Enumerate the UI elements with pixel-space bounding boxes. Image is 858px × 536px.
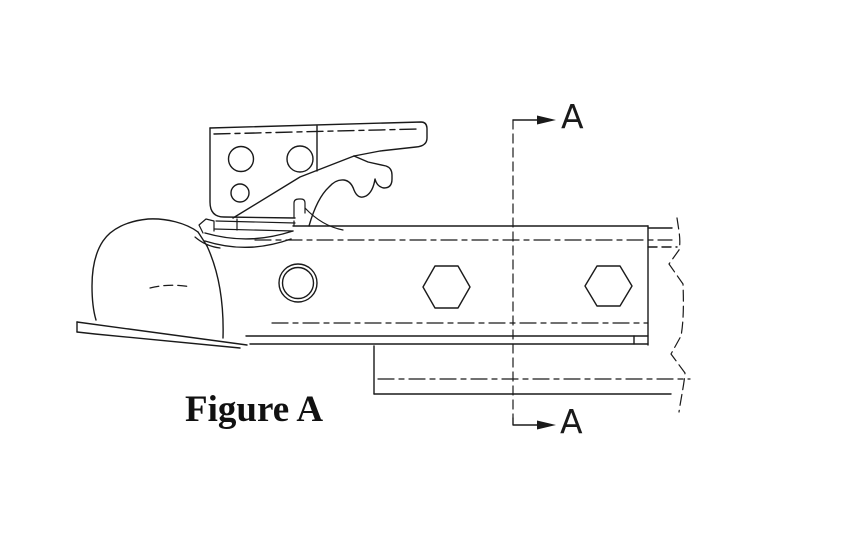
coupler-neck-upper <box>204 230 294 240</box>
section-arrow-bottom-icon <box>537 420 556 430</box>
section-label-top: A <box>561 97 584 136</box>
clamp-front-lip <box>198 218 215 234</box>
section-arrow-top-icon <box>537 115 556 125</box>
section-arrow-bottom-stem <box>512 417 538 426</box>
latch-pin-tab <box>293 198 306 218</box>
bracket-hole-left <box>227 145 255 173</box>
cross-member <box>373 345 691 395</box>
latch-lever <box>232 155 393 231</box>
coupler-clamp <box>198 218 296 249</box>
channel-hole-outer <box>278 263 318 303</box>
break-line <box>668 217 686 413</box>
bracket-hole-small <box>230 183 250 203</box>
latch-hook-curve <box>304 207 344 231</box>
coupler-neck-lower <box>204 238 292 249</box>
hex-bolt-left <box>422 265 471 309</box>
section-label-bottom: A <box>560 402 583 441</box>
tongue-channel <box>245 225 678 346</box>
channel-hole-inner <box>281 266 315 300</box>
figure-caption: Figure A <box>185 389 323 430</box>
mount-plate <box>76 321 248 349</box>
section-line-AA: A A <box>512 97 584 441</box>
bracket-hole-right <box>286 145 314 173</box>
socket-front-edge <box>206 245 224 339</box>
socket-hidden-line <box>149 284 192 289</box>
latch-bracket <box>209 121 428 219</box>
hex-bolt-right <box>584 265 633 307</box>
ball-socket <box>91 218 224 339</box>
